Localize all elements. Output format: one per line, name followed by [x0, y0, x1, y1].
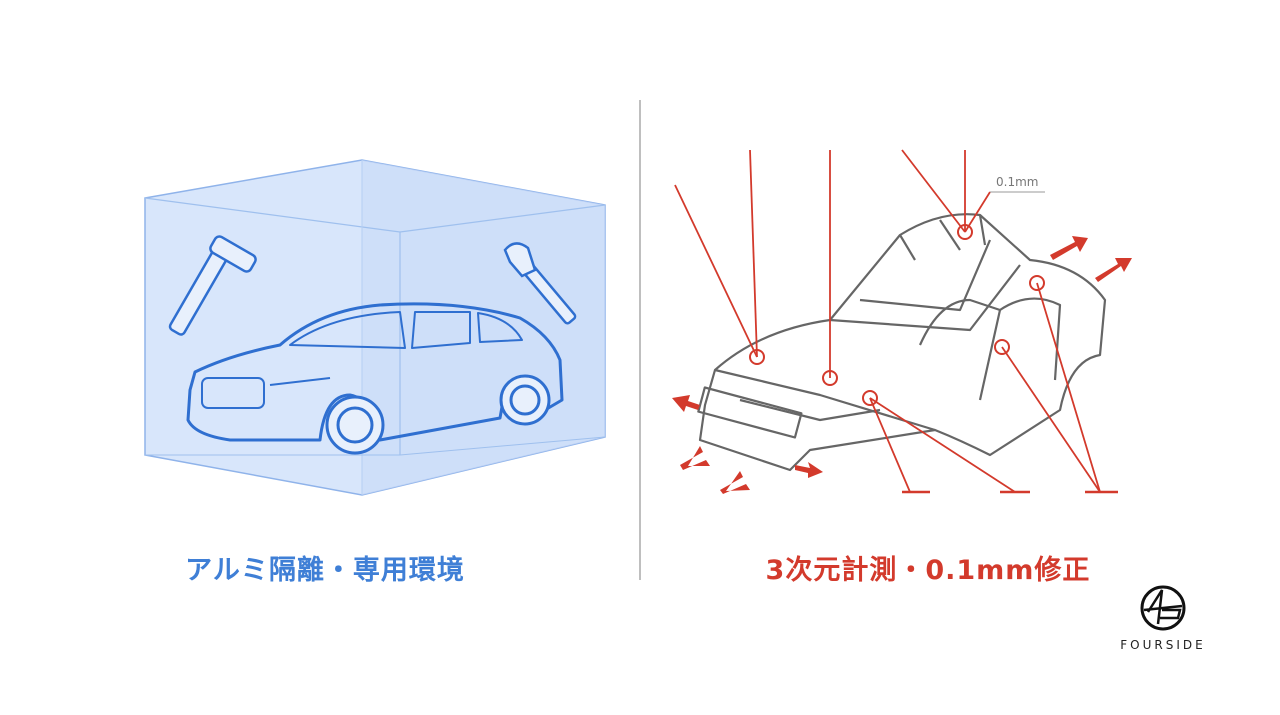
car-in-isolation-box-illustration [144, 159, 606, 496]
measurement-label: 0.1mm [996, 175, 1039, 189]
car-body-frame [697, 213, 1107, 472]
fourside-logo: FOURSIDE [1108, 584, 1218, 652]
measurement-lines [674, 149, 1118, 494]
logo-mark [1140, 585, 1186, 631]
wrench-icon [503, 242, 577, 325]
sedan-outline [186, 302, 564, 455]
body-frame-measurement-illustration [672, 149, 1132, 494]
left-caption: アルミ隔離・専用環境 [185, 555, 465, 586]
hammer-icon [168, 235, 257, 336]
aluminum-isolation-panel: アルミ隔離・専用環境 [144, 159, 606, 586]
3d-measurement-panel: 0.1mm 3次元計測・0.1mm修正 [640, 0, 1280, 715]
logo-text: FOURSIDE [1120, 638, 1206, 652]
right-caption: 3次元計測・0.1mm修正 [765, 555, 1091, 586]
target-markers [749, 224, 1045, 406]
panel-divider [639, 100, 641, 580]
force-arrows [672, 236, 1132, 494]
